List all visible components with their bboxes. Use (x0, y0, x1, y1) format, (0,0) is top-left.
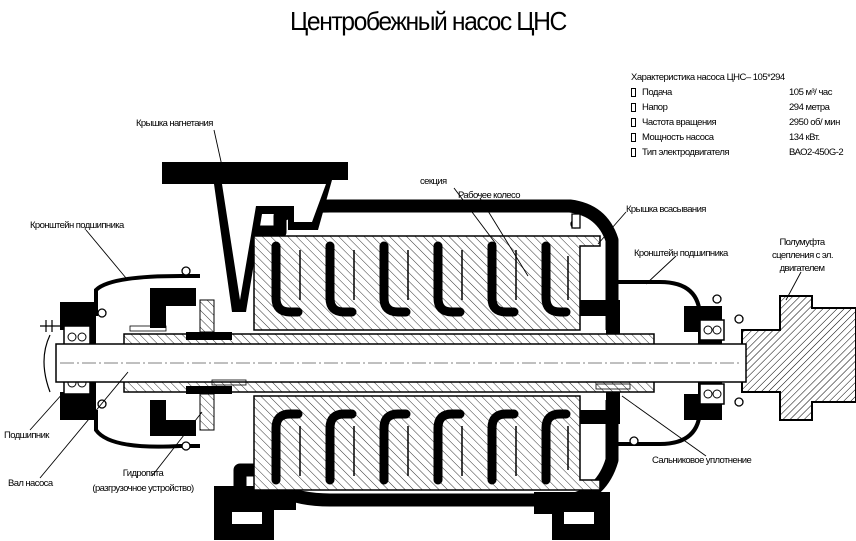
impeller-stack-upper (253, 235, 601, 331)
bullet-icon (631, 148, 636, 157)
bullet-icon (631, 118, 636, 127)
spec-row: Подача 105 м³/ час (631, 85, 856, 100)
label-gland-seal: Сальниковое уплотнение (652, 455, 752, 466)
label-section: секция (420, 176, 447, 187)
spec-row: Напор 294 метра (631, 100, 856, 115)
spec-param-value: 134 кВт. (789, 132, 820, 143)
label-shaft: Вал насоса (8, 478, 53, 489)
spec-param-value: 105 м³/ час (789, 87, 832, 98)
spec-heading: Характеристика насоса ЦНС– 105*294 (631, 72, 785, 83)
spec-param-value: 294 метра (789, 102, 830, 113)
label-suction-cover: Крышка всасывания (626, 204, 706, 215)
pump-spec-block: Характеристика насоса ЦНС– 105*294 Подач… (631, 70, 856, 160)
label-hydro-line: Гидропята (122, 468, 164, 479)
label-hydro-line: (разгрузочное устройство) (92, 483, 194, 494)
label-discharge-cover: Крышка нагнетания (136, 118, 213, 129)
label-bracket-right: Кронштейн подшипника (634, 248, 728, 259)
spec-row: Мощность насоса 134 кВт. (631, 130, 856, 145)
spec-param-name: Подача (642, 87, 672, 98)
gland-packing (129, 325, 631, 390)
label-bracket-left: Кронштейн подшипника (30, 220, 124, 231)
impeller-blades-upper (271, 241, 571, 317)
balancing-disc (186, 332, 232, 394)
label-bearing: Подшипник (4, 430, 49, 441)
label-coupling: Полумуфта сцепления с эл. двигателем (772, 236, 833, 275)
suction-cover (580, 300, 620, 334)
label-coupling-line: Полумуфта (779, 237, 825, 248)
bullet-icon (631, 133, 636, 142)
impeller-stack-lower (253, 395, 601, 491)
page-title: Центробежный насос ЦНС (290, 6, 567, 36)
bullet-icon (631, 88, 636, 97)
bullet-icon (631, 103, 636, 112)
spec-param-name: Напор (642, 102, 668, 113)
label-coupling-line: двигателем (779, 263, 825, 274)
spec-param-name: Тип электродвигателя (642, 147, 730, 158)
spec-row: Тип электродвигателя ВАО2-450G-2 (631, 145, 856, 160)
label-coupling-line: сцепления с эл. (772, 250, 833, 261)
leader-lines (29, 129, 802, 479)
spec-param-name: Частота вращения (642, 117, 717, 128)
coupling-half (741, 295, 856, 421)
spec-param-value: ВАО2-450G-2 (789, 147, 844, 158)
impeller-blades-lower (271, 409, 571, 485)
spec-param-name: Мощность насоса (642, 132, 714, 143)
label-hydraulic-balance: Гидропята (разгрузочное устройство) (76, 466, 210, 496)
spec-param-value: 2950 об/ мин (789, 117, 840, 128)
grease-fitting-icon (40, 320, 64, 393)
label-impeller: Рабочее колесо (458, 190, 520, 201)
spec-row: Частота вращения 2950 об/ мин (631, 115, 856, 130)
